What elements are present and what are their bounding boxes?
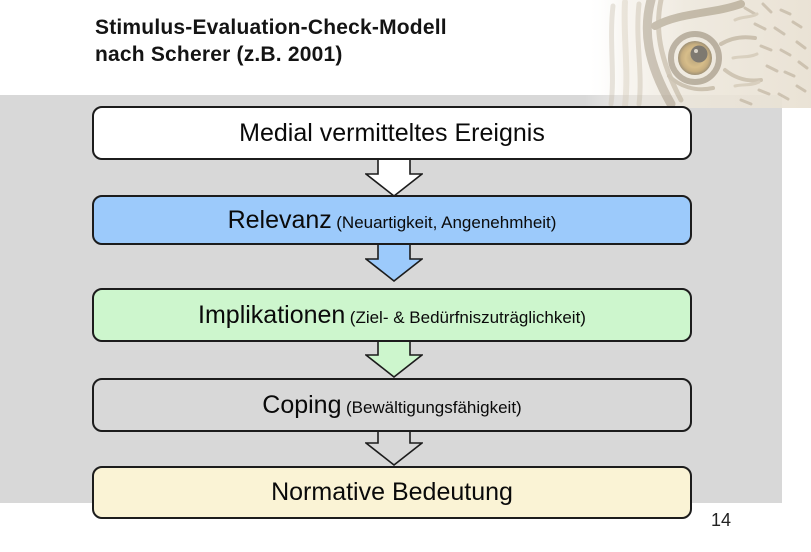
owl-eye-photo-svg <box>585 0 811 109</box>
flow-box-implikationen: Implikationen (Ziel- & Bedürfniszuträgli… <box>92 288 692 342</box>
down-arrow-icon <box>363 426 425 467</box>
page-number: 14 <box>711 510 732 530</box>
owl-photo <box>585 0 811 109</box>
flow-box-normative-bedeutung: Normative Bedeutung <box>92 466 692 519</box>
slide-title-line1: Stimulus-Evaluation-Check-Modell <box>95 16 447 39</box>
flow-box-label: Medial vermitteltes Ereignis <box>239 118 545 147</box>
slide-title-line2: nach Scherer (z.B. 2001) <box>95 43 343 66</box>
flow-box-relevanz: Relevanz (Neuartigkeit, Angenehmheit) <box>92 195 692 245</box>
flow-box-label: Coping (Bewältigungsfähigkeit) <box>262 390 522 419</box>
down-arrow-icon <box>363 242 425 283</box>
down-arrow-icon <box>363 157 425 198</box>
flow-box-label: Implikationen (Ziel- & Bedürfniszuträgli… <box>198 300 586 329</box>
flow-box-label: Normative Bedeutung <box>271 478 513 506</box>
flow-box-label: Relevanz (Neuartigkeit, Angenehmheit) <box>227 205 557 234</box>
down-arrow-icon <box>363 338 425 379</box>
slide-title: Stimulus-Evaluation-Check-Modell nach Sc… <box>95 14 575 68</box>
flow-box-medial-ereignis: Medial vermitteltes Ereignis <box>92 106 692 160</box>
flow-box-coping: Coping (Bewältigungsfähigkeit) <box>92 378 692 432</box>
